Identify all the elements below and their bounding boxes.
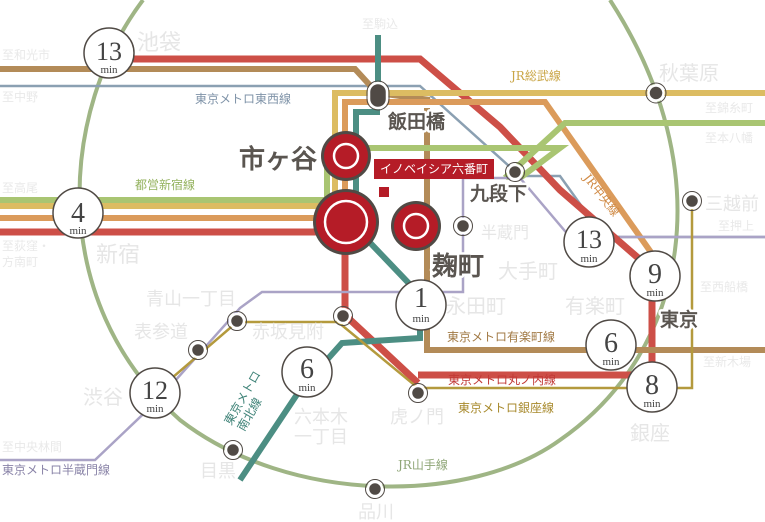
- station-kojimachi-marker[interactable]: [391, 201, 441, 251]
- direction-label: 至錦糸町: [705, 100, 753, 115]
- line-label-marunouchi: 東京メトロ丸ノ内線: [448, 372, 556, 387]
- badge-otemachi: 13 min: [563, 216, 615, 268]
- line-chuo: [0, 99, 658, 260]
- svg-text:min: min: [412, 313, 430, 325]
- badge-shibuya: 12 min: [129, 367, 181, 419]
- station-marker-aoyama-itchome[interactable]: [228, 312, 246, 330]
- station-label: 品川: [358, 502, 394, 522]
- badge-ikebukuro: 13 min: [83, 27, 135, 79]
- station-marker-meguro[interactable]: [224, 441, 242, 459]
- station-label: 新宿: [96, 243, 140, 268]
- svg-text:min: min: [646, 287, 664, 299]
- station-name-kudanshita: 九段下: [469, 182, 527, 205]
- station-marker-iidabashi[interactable]: [367, 81, 389, 110]
- nearest-stations: [313, 131, 441, 255]
- svg-text:9: 9: [648, 259, 662, 290]
- direction-label: 至中野: [2, 89, 38, 104]
- badge-ginza: 8 min: [626, 361, 678, 413]
- station-label: 目黒: [200, 461, 236, 482]
- station-label: 青山一丁目: [146, 289, 236, 310]
- station-marker-akihabara[interactable]: [647, 84, 665, 102]
- direction-label: 至中央林間: [2, 439, 62, 454]
- badge-yurakucho: 6 min: [585, 319, 637, 371]
- line-label-tozai: 東京メトロ東西線: [195, 91, 291, 106]
- property-location-marker: [379, 187, 389, 197]
- station-marker-shinagawa[interactable]: [366, 480, 384, 498]
- line-label-yamanote: JR山手線: [396, 457, 448, 472]
- svg-text:13: 13: [576, 225, 602, 254]
- svg-text:min: min: [298, 382, 316, 394]
- ghost-station-labels: 池袋 秋葉原 三越前 新宿 半蔵門 大手町 永田町 有楽町 青山一丁目 表参道 …: [83, 31, 759, 522]
- direction-label: 至和光市: [2, 47, 50, 62]
- direction-label: 至本八幡: [705, 130, 753, 145]
- line-label-shinjuku: 都営新宿線: [135, 177, 195, 192]
- major-station-labels: 市ヶ谷 麹町 飯田橋 九段下 東京: [237, 108, 701, 334]
- station-label: 大手町: [498, 259, 558, 283]
- direction-label: 至新木場: [703, 354, 751, 369]
- line-label-hanzomon: 東京メトロ半蔵門線: [2, 462, 110, 477]
- direction-label: 至高尾: [2, 180, 38, 195]
- station-marker-akasaka-mitsuke[interactable]: [334, 307, 352, 325]
- badge-nagatacho: 1 min: [395, 279, 447, 331]
- svg-text:min: min: [643, 398, 661, 410]
- transfer-stations: [189, 81, 701, 498]
- station-label: 虎ノ門: [390, 407, 444, 428]
- direction-labels: 至和光市 至中野 至駒込 至錦糸町 至本八幡 至高尾 至荻窪・ 方南町 至押上 …: [2, 17, 754, 454]
- station-name-kojimachi: 麹町: [431, 251, 484, 282]
- station-label: 一丁目: [294, 427, 348, 448]
- svg-text:6: 6: [604, 328, 618, 359]
- station-label: 三越前: [705, 194, 759, 215]
- svg-text:min: min: [146, 403, 164, 415]
- station-label: 永田町: [446, 294, 506, 318]
- svg-text:6: 6: [300, 354, 314, 385]
- line-ginza: [157, 200, 694, 391]
- badge-tokyo: 9 min: [629, 250, 681, 302]
- direction-label: 方南町: [2, 254, 38, 269]
- direction-label: 至荻窪・: [2, 238, 50, 253]
- direction-label: 至西船橋: [700, 280, 748, 294]
- station-marker-kudanshita[interactable]: [506, 163, 524, 181]
- line-label-sobu: JR総武線: [509, 68, 561, 83]
- direction-label: 至駒込: [362, 17, 398, 31]
- line-label-ginza: 東京メトロ銀座線: [458, 400, 554, 415]
- station-label: 銀座: [630, 421, 670, 445]
- station-label: 秋葉原: [659, 61, 719, 85]
- station-label: 表参道: [134, 322, 188, 343]
- station-label: 半蔵門: [481, 223, 529, 242]
- svg-text:12: 12: [142, 376, 168, 405]
- station-name-iidabashi: 飯田橋: [387, 110, 446, 133]
- badge-roppongi-itchome: 6 min: [281, 346, 333, 398]
- station-ichigaya-marker[interactable]: [321, 131, 371, 181]
- svg-text:min: min: [580, 253, 598, 265]
- svg-text:min: min: [602, 356, 620, 368]
- station-marker-toranomon[interactable]: [409, 384, 427, 402]
- direction-label: 至押上: [718, 219, 754, 233]
- station-name-tokyo: 東京: [660, 308, 698, 331]
- station-ichigaya-2-marker[interactable]: [313, 189, 379, 255]
- station-name-ichigaya: 市ヶ谷: [239, 144, 318, 175]
- line-label-yurakucho: 東京メトロ有楽町線: [447, 329, 555, 344]
- svg-text:4: 4: [71, 198, 85, 229]
- station-marker-hanzomon[interactable]: [454, 217, 472, 235]
- station-label: 渋谷: [83, 385, 123, 409]
- svg-text:13: 13: [96, 37, 122, 66]
- property-label: イノベイシア六番町: [374, 159, 495, 179]
- svg-text:1: 1: [414, 283, 428, 314]
- station-label: 有楽町: [565, 294, 625, 318]
- svg-text:min: min: [69, 225, 87, 237]
- badge-shinjuku: 4 min: [52, 187, 104, 239]
- svg-text:8: 8: [645, 370, 659, 401]
- station-label: 赤坂見附: [252, 322, 324, 343]
- station-label: 池袋: [137, 31, 181, 56]
- svg-text:min: min: [100, 64, 118, 76]
- station-marker-omotesando[interactable]: [189, 341, 207, 359]
- station-marker-mitsukoshimae[interactable]: [683, 192, 701, 210]
- station-label: 六本木: [294, 407, 348, 428]
- travel-time-badges: 13 min 4 min 1 min 13 min 9 min 6 min: [52, 27, 681, 419]
